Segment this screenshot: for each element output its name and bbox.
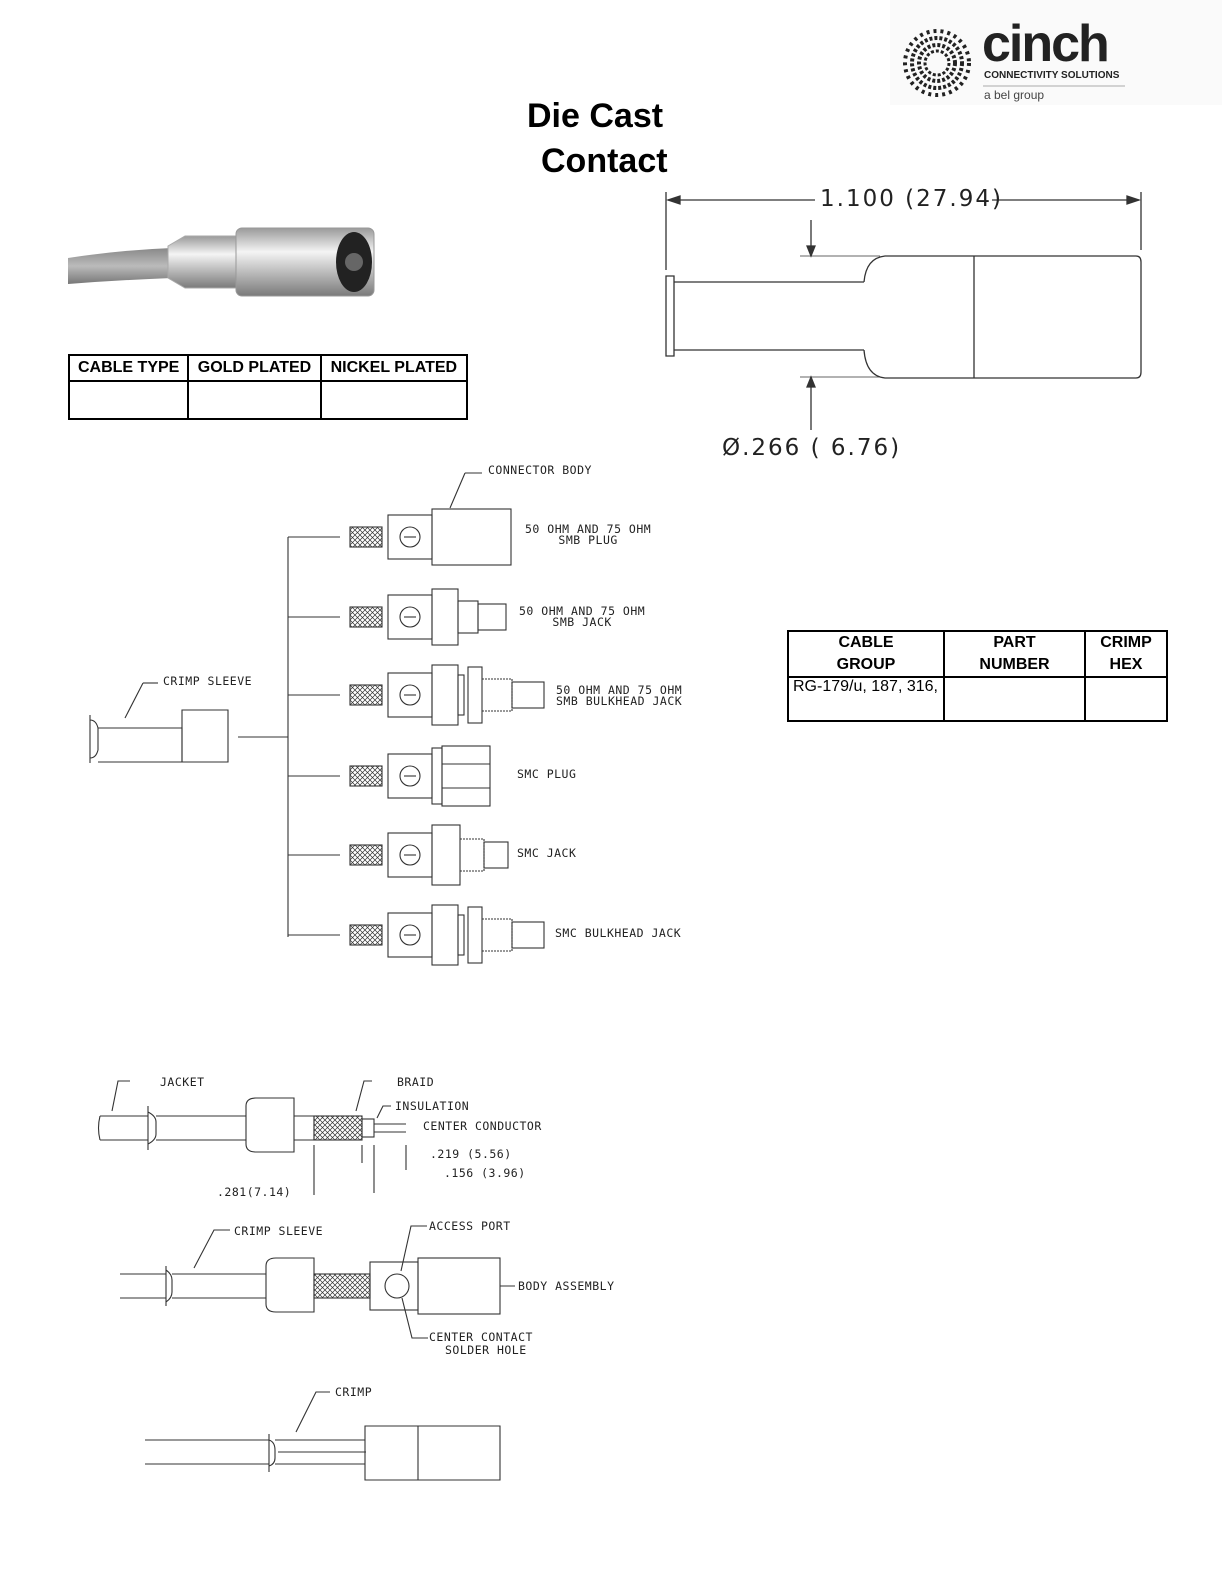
connector-drawing-5 <box>288 824 509 886</box>
logo-brand: cinch <box>982 15 1110 73</box>
header-cable-type: CABLE TYPE <box>67 354 190 382</box>
connector-drawing-2 <box>288 588 507 646</box>
connector-label-5: SMC JACK <box>517 846 577 860</box>
length-dimension: 1.100 (27.94) <box>820 186 1003 212</box>
cable-prep-drawing <box>97 1080 407 1195</box>
contact-outline-drawing <box>665 192 1142 430</box>
cell-part-number <box>943 676 1086 722</box>
connector-drawing-3 <box>288 664 545 726</box>
assembly-step3-drawing <box>145 1391 501 1481</box>
connector-label-line2: SMB JACK <box>552 615 612 629</box>
connector-label-line1: 50 OHM AND 75 OHM <box>556 683 683 697</box>
plating-table: CABLE TYPE GOLD PLATED NICKEL PLATED <box>67 354 469 420</box>
dim-156: .156 (3.96) <box>444 1166 526 1180</box>
insulation-label: INSULATION <box>395 1099 470 1113</box>
connector-drawing-6 <box>288 904 545 966</box>
logo-tagline: CONNECTIVITY SOLUTIONS <box>984 70 1120 81</box>
cell-nickel-plated <box>319 380 469 420</box>
dim-281: .281(7.14) <box>217 1185 292 1199</box>
crimp-sleeve-label-2: CRIMP SLEEVE <box>234 1224 324 1238</box>
solder-hole-label: SOLDER HOLE <box>445 1343 527 1357</box>
connector-label-line1: 50 OHM AND 75 OHM <box>519 604 646 618</box>
cell-gold-plated <box>187 380 322 420</box>
braid-label: BRAID <box>397 1075 435 1089</box>
contact-photo <box>68 227 375 297</box>
dim-219: .219 (5.56) <box>430 1147 512 1161</box>
center-contact-label: CENTER CONTACT <box>429 1330 533 1344</box>
cell-crimp-hex <box>1084 676 1168 722</box>
connector-label-line1: SMC JACK <box>517 846 577 860</box>
connector-body-label: CONNECTOR BODY <box>488 463 592 477</box>
logo-burst-icon <box>903 29 1125 97</box>
connector-drawing-1 <box>288 508 512 566</box>
logo-sub: a bel group <box>984 88 1045 102</box>
crimp-sleeve-label: CRIMP SLEEVE <box>163 674 253 688</box>
crimp-label: CRIMP <box>335 1385 373 1399</box>
connector-label-line2: SMB BULKHEAD JACK <box>556 694 683 708</box>
jacket-label: JACKET <box>160 1075 205 1089</box>
page-title-line2: Contact <box>541 142 668 180</box>
header-nickel-plated: NICKEL PLATED <box>319 354 469 382</box>
assembly-tree <box>89 472 545 966</box>
cinch-logo: cinch CONNECTIVITY SOLUTIONS a bel group <box>890 0 1222 105</box>
connector-drawing-4 <box>288 745 491 807</box>
connector-label-line1: SMC BULKHEAD JACK <box>555 926 682 940</box>
assembly-step2-drawing <box>120 1225 515 1339</box>
cell-cable-type <box>67 380 190 420</box>
connector-label-line2: SMB PLUG <box>558 533 618 547</box>
access-port-label: ACCESS PORT <box>429 1219 511 1233</box>
connector-label-line1: SMC PLUG <box>517 767 577 781</box>
center-conductor-label: CENTER CONDUCTOR <box>423 1119 542 1133</box>
header-gold-plated: GOLD PLATED <box>187 354 322 382</box>
connector-label-4: SMC PLUG <box>517 767 577 781</box>
page-title-line1: Die Cast <box>527 97 664 135</box>
body-assembly-label: BODY ASSEMBLY <box>518 1279 615 1293</box>
cell-cable-group: RG-179/u, 187, 316, <box>787 676 945 722</box>
diameter-dimension: Ø.266 ( 6.76) <box>722 435 902 461</box>
connector-label-line1: 50 OHM AND 75 OHM <box>525 522 652 536</box>
connector-label-6: SMC BULKHEAD JACK <box>555 926 682 940</box>
